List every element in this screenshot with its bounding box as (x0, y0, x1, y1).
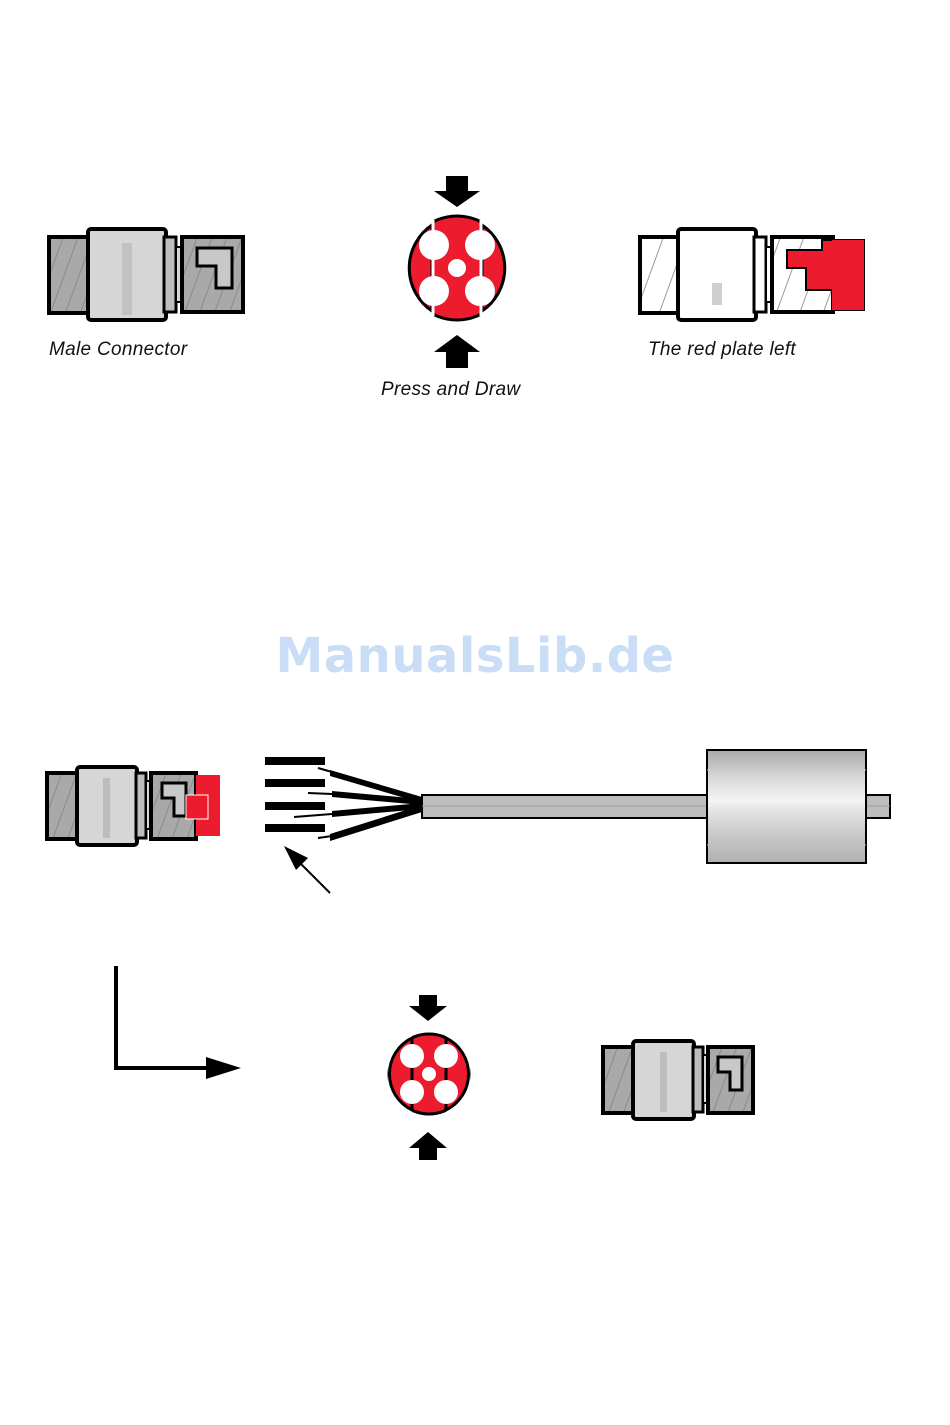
caption-press-and-draw: Press and Draw (381, 379, 520, 401)
elbow-arrow-icon (116, 966, 241, 1079)
contact-pins-icon (265, 757, 325, 832)
caption-red-plate-left: The red plate left (648, 339, 796, 361)
male-connector-icon (49, 229, 243, 320)
press-tool-icon (402, 176, 512, 368)
connector-assembled-icon (47, 767, 220, 845)
watermark: ManualsLib.de (0, 628, 950, 684)
arrow-up-icon (409, 1132, 447, 1160)
pointer-arrow-icon (284, 846, 330, 893)
connector-final-icon (603, 1041, 753, 1119)
arrow-up-icon (434, 335, 480, 368)
press-tool-small-icon (388, 995, 470, 1160)
connector-red-plate-icon (640, 229, 864, 320)
arrow-down-icon (409, 995, 447, 1021)
cable-sleeve-icon (707, 750, 866, 863)
arrow-down-icon (434, 176, 480, 207)
caption-male-connector: Male Connector (49, 339, 187, 361)
